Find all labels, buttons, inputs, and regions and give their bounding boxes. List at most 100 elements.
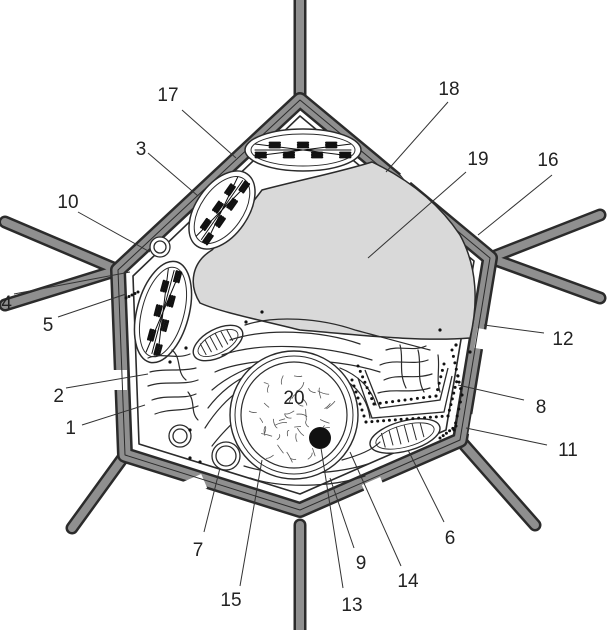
ribosome xyxy=(447,408,451,412)
nucleolus xyxy=(309,427,331,449)
chromatin-strand xyxy=(305,420,310,428)
ribosome xyxy=(124,296,128,300)
chromatin xyxy=(248,375,336,463)
ribosome xyxy=(448,429,452,433)
chromatin-strand xyxy=(272,418,278,429)
label-11: 11 xyxy=(558,440,578,461)
ribosome xyxy=(387,418,391,422)
label-19: 19 xyxy=(467,149,488,170)
ribosome xyxy=(440,414,444,418)
ribosome xyxy=(454,367,458,371)
ribosome xyxy=(423,416,427,420)
ribosome xyxy=(364,420,368,424)
chromatin-strand xyxy=(266,384,270,393)
leader-11 xyxy=(465,427,548,446)
chromatin-strand xyxy=(312,447,316,457)
granum xyxy=(177,271,183,284)
chromatin-strand xyxy=(296,382,305,392)
rough-er xyxy=(357,367,453,419)
granum xyxy=(203,220,212,232)
ribosome xyxy=(411,417,415,421)
chromatin-strand xyxy=(284,410,295,415)
granum xyxy=(157,305,163,318)
ribosome xyxy=(454,343,458,347)
granum xyxy=(213,201,223,213)
chromatin-strand xyxy=(263,402,270,408)
ribosome xyxy=(438,436,442,440)
ribosome xyxy=(439,375,443,379)
ribosome xyxy=(365,386,369,390)
leader-10 xyxy=(77,211,151,253)
vesicles xyxy=(149,236,241,471)
ribosome xyxy=(454,421,458,425)
granum xyxy=(217,217,226,229)
ribosome xyxy=(382,419,386,423)
ribosome xyxy=(391,400,395,404)
granum xyxy=(146,328,153,341)
ribosome xyxy=(451,354,455,358)
chromatin-strand xyxy=(265,454,274,459)
mitochondrion-right xyxy=(369,418,441,454)
leader-6 xyxy=(407,449,445,523)
ribosome xyxy=(449,403,453,407)
ribosome xyxy=(434,394,438,398)
leader-1 xyxy=(81,404,146,426)
ribosome xyxy=(362,414,366,418)
label-7: 7 xyxy=(193,540,204,561)
chromatin-strand xyxy=(248,410,257,414)
ribosome xyxy=(397,399,401,403)
ribosome xyxy=(457,407,461,411)
chloroplast-grana xyxy=(145,141,352,357)
ribosome xyxy=(453,385,457,389)
granum xyxy=(168,295,174,308)
ribosome xyxy=(360,408,364,412)
ribosome xyxy=(417,416,421,420)
label-18: 18 xyxy=(438,79,459,100)
ribosome xyxy=(188,428,192,432)
granum xyxy=(199,217,209,229)
label-9: 9 xyxy=(356,553,367,574)
label-15: 15 xyxy=(220,590,241,611)
ribosome xyxy=(455,414,459,418)
chromatin-strand xyxy=(317,390,330,395)
ribosome xyxy=(434,415,438,419)
chromatin-strand xyxy=(295,433,298,443)
plasmodesmata-gaps xyxy=(113,148,490,499)
ribosome xyxy=(127,295,131,298)
granum xyxy=(228,198,237,210)
granum xyxy=(226,197,235,209)
label-10: 10 xyxy=(57,192,78,213)
granum xyxy=(153,304,159,317)
ribosome xyxy=(188,456,192,460)
chromatin-strand xyxy=(284,413,292,419)
chromatin-strand xyxy=(277,444,284,454)
leader-3 xyxy=(147,152,199,197)
label-12: 12 xyxy=(552,329,573,350)
granum xyxy=(164,280,170,293)
ribosome xyxy=(403,398,407,402)
chromatin-strand xyxy=(264,426,267,434)
ribosome xyxy=(452,391,456,395)
label-14: 14 xyxy=(397,571,419,592)
ribosome xyxy=(459,387,463,391)
chromatin-strand xyxy=(275,422,287,426)
label-4: 4 xyxy=(1,293,12,314)
granum xyxy=(155,343,161,356)
ribosome xyxy=(361,375,365,379)
ribosome xyxy=(437,381,441,385)
leader-17 xyxy=(181,109,237,159)
ribosome xyxy=(352,384,356,388)
granum xyxy=(153,343,159,356)
granum xyxy=(175,270,181,283)
ribosome xyxy=(184,346,188,350)
chromatin-strand xyxy=(293,375,303,377)
nucleus xyxy=(229,350,359,480)
granum xyxy=(162,319,168,332)
chromatin-strand xyxy=(305,409,307,421)
leader-19 xyxy=(367,171,467,259)
ribosome xyxy=(454,424,458,428)
ribosome xyxy=(133,292,137,295)
granum xyxy=(166,294,172,307)
ribosome xyxy=(376,419,380,423)
